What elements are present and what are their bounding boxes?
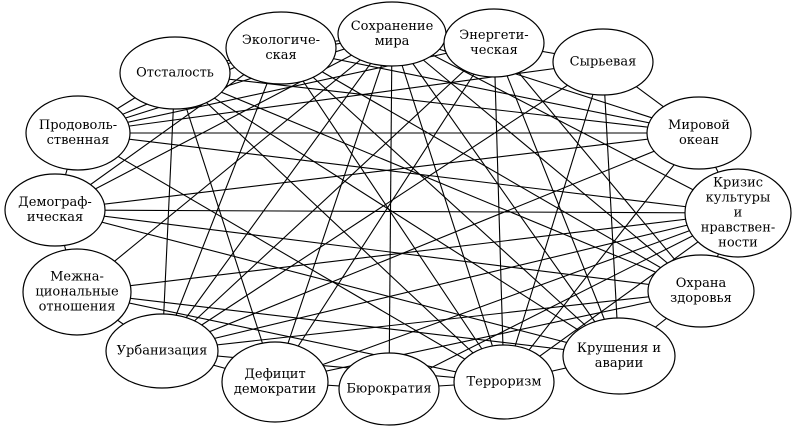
node-food-ellipse: [25, 95, 131, 171]
edge-demography-culture: [54, 209, 739, 214]
node-health-ellipse: [647, 254, 755, 328]
edge-democracy-health: [274, 290, 702, 383]
node-energy-label: Энергети- ческая: [459, 28, 529, 58]
edge-ethnic-disasters: [76, 291, 620, 357]
edge-ecology-terror: [280, 47, 505, 383]
node-food-label: Продоволь- ственная: [38, 118, 118, 148]
edge-peace-health: [391, 33, 702, 292]
edge-urban-ocean: [161, 132, 700, 352]
edge-food-terror: [77, 132, 505, 383]
node-backward-ellipse: [119, 36, 231, 110]
edge-demography-ocean: [54, 132, 700, 211]
edge-peace-demography: [54, 33, 393, 211]
node-terror-label: Терроризм: [466, 374, 542, 390]
edge-ethnic-culture: [76, 212, 739, 293]
edge-energy-urban: [161, 42, 495, 352]
nodes-layer: [4, 1, 792, 426]
node-democracy-ellipse: [221, 341, 329, 423]
edge-raw-terror: [503, 61, 604, 383]
edge-backward-urban: [161, 72, 176, 352]
edge-peace-culture: [391, 33, 739, 214]
node-urban-ellipse: [105, 313, 219, 389]
edge-demography-disasters: [54, 209, 620, 357]
node-energy-ellipse: [443, 8, 545, 78]
edge-peace-ethnic: [76, 33, 393, 293]
edge-peace-democracy: [274, 33, 393, 383]
edge-backward-health: [174, 72, 702, 292]
edge-demography-health: [54, 209, 702, 292]
edge-peace-ocean: [391, 33, 700, 134]
node-culture-ellipse: [684, 168, 792, 258]
node-peace-label: Сохранение мира: [350, 19, 434, 49]
edge-peace-disasters: [391, 33, 620, 357]
edge-peace-terror: [391, 33, 505, 383]
node-urban-label: Урбанизация: [116, 343, 208, 359]
edge-backward-terror: [174, 72, 505, 383]
edge-energy-democracy: [274, 42, 495, 383]
node-ethnic-label: Межна- циональные отношения: [35, 269, 119, 315]
edge-raw-urban: [161, 61, 604, 352]
node-ocean-label: Мировой океан: [668, 118, 730, 148]
node-ecology-ellipse: [225, 11, 337, 85]
edge-raw-disasters: [602, 61, 620, 357]
edge-peace-urban: [161, 33, 393, 352]
node-culture-label: Кризис культуры и нравствен- ности: [700, 175, 776, 251]
edge-energy-disasters: [493, 42, 620, 357]
edge-ecology-health: [280, 47, 702, 292]
node-health-label: Охрана здоровья: [670, 276, 732, 306]
edge-urban-terror: [161, 350, 505, 383]
edge-bureaucracy-culture: [388, 212, 739, 390]
node-ethnic-ellipse: [22, 248, 132, 336]
node-bureaucracy-ellipse: [338, 352, 440, 426]
edge-ecology-disasters: [280, 47, 620, 357]
node-raw-label: Сырьевая: [569, 54, 637, 70]
edge-terror-ocean: [503, 132, 700, 383]
edge-food-culture: [77, 132, 739, 214]
edge-ecology-urban: [161, 47, 282, 352]
edge-urban-health: [161, 290, 702, 352]
node-democracy-label: Дефицит демократии: [233, 367, 317, 397]
node-bureaucracy-label: Бюрократия: [346, 381, 432, 397]
node-demography-label: Демограф- ическая: [18, 195, 92, 225]
edge-backward-ocean: [174, 72, 700, 134]
node-disasters-ellipse: [562, 317, 676, 395]
edge-ecology-ocean: [280, 47, 700, 134]
node-demography-ellipse: [4, 173, 106, 247]
edge-ecology-demography: [54, 47, 282, 211]
node-raw-ellipse: [552, 28, 654, 96]
edge-democracy-culture: [274, 212, 739, 383]
node-backward-label: Отсталость: [136, 65, 214, 81]
node-ocean-ellipse: [646, 96, 752, 170]
edge-peace-food: [77, 33, 393, 134]
node-terror-ellipse: [453, 344, 555, 420]
edge-urban-culture: [161, 212, 739, 352]
node-ecology-label: Экологиче- ская: [241, 33, 321, 63]
node-disasters-label: Крушения и аварии: [576, 341, 662, 371]
